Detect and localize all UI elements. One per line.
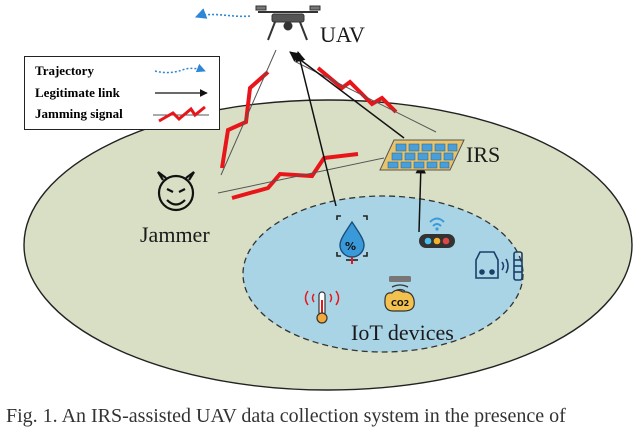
iot-devices-label: IoT devices bbox=[351, 320, 454, 345]
figure-caption: Fig. 1. An IRS-assisted UAV data collect… bbox=[6, 405, 566, 427]
link-iot-to-uav bbox=[295, 50, 337, 207]
co2-sensor-icon: CO2 bbox=[384, 276, 415, 312]
legend-trajectory-symbol bbox=[154, 63, 206, 74]
legend-symbols bbox=[153, 63, 209, 123]
jamming-link-uav bbox=[220, 70, 270, 169]
jam-line-irs bbox=[217, 157, 385, 194]
jam-line-uav bbox=[220, 49, 277, 176]
legend-trajectory-label: Trajectory bbox=[35, 63, 94, 78]
iot-region bbox=[242, 195, 524, 353]
jammer-label: Jammer bbox=[140, 222, 210, 247]
legend-box: Trajectory Legitimate link Jamming signa… bbox=[24, 56, 220, 130]
svg-text:CO2: CO2 bbox=[391, 299, 409, 308]
link-sensor-to-irs bbox=[415, 162, 426, 233]
jammer-devil-icon bbox=[157, 171, 195, 212]
svg-text:%: % bbox=[345, 240, 356, 253]
irs-panel-icon bbox=[379, 139, 465, 171]
irs-label: IRS bbox=[466, 142, 501, 167]
humidity-sensor-icon: % bbox=[336, 215, 368, 264]
jamming-link-top bbox=[316, 66, 398, 114]
link-irs-to-uav bbox=[289, 51, 405, 139]
uav-label: UAV bbox=[320, 22, 365, 47]
legend-legitimate-link-label: Legitimate link bbox=[35, 85, 120, 100]
connected-car-icon bbox=[475, 251, 523, 281]
legend-jamming-signal-label: Jamming signal bbox=[35, 106, 123, 121]
thermometer-icon bbox=[304, 290, 340, 324]
uav-icon bbox=[255, 5, 321, 41]
smart-speaker-icon bbox=[419, 217, 455, 248]
jamming-link-irs bbox=[231, 152, 359, 200]
legend-jam-symbol bbox=[158, 105, 206, 123]
uav-trajectory bbox=[194, 8, 251, 19]
